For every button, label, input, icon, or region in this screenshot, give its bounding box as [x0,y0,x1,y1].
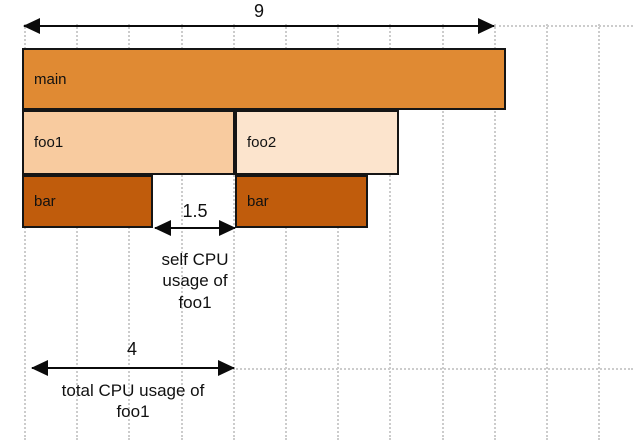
flame-box-main[interactable]: main [22,48,506,110]
arrow-head-right [218,360,235,376]
arrow-head-left [154,220,171,236]
flame-box-foo2[interactable]: foo2 [235,110,399,175]
measure-self-cpu-value: 1.5 [182,201,208,221]
flame-box-label: foo1 [34,134,64,151]
gridline [337,24,339,440]
gridline [598,24,600,440]
arrow-head-right [219,220,236,236]
measure-total-cpu-value: 4 [126,339,137,359]
gridline [389,24,391,440]
flame-box-bar-left[interactable]: bar [22,175,153,228]
gridline [76,24,78,440]
top-dotted-extension [494,25,633,27]
flame-box-foo1[interactable]: foo1 [22,110,235,175]
gridline [442,24,444,440]
arrow-line [24,25,494,27]
flame-box-label: main [34,70,67,88]
gridline [24,24,26,440]
flame-box-bar-right[interactable]: bar [235,175,368,228]
gridline [285,24,287,440]
arrow-line [32,367,234,369]
arrow-head-left [23,18,40,34]
arrow-head-left [31,360,48,376]
arrow-head-right [478,18,495,34]
measure-self-cpu-caption: self CPU usage of foo1 [161,250,229,312]
baseline-dotted [233,368,633,370]
arrow-line [155,227,235,229]
flame-box-label: bar [247,193,269,210]
gridline [494,24,496,440]
gridline [128,24,130,440]
flame-box-label: foo2 [247,134,277,151]
flame-box-label: bar [34,193,56,210]
measure-total-cpu-caption: total CPU usage of foo1 [61,381,205,422]
gridline [546,24,548,440]
gridline [181,24,183,440]
measure-total-width-value: 9 [253,1,264,21]
